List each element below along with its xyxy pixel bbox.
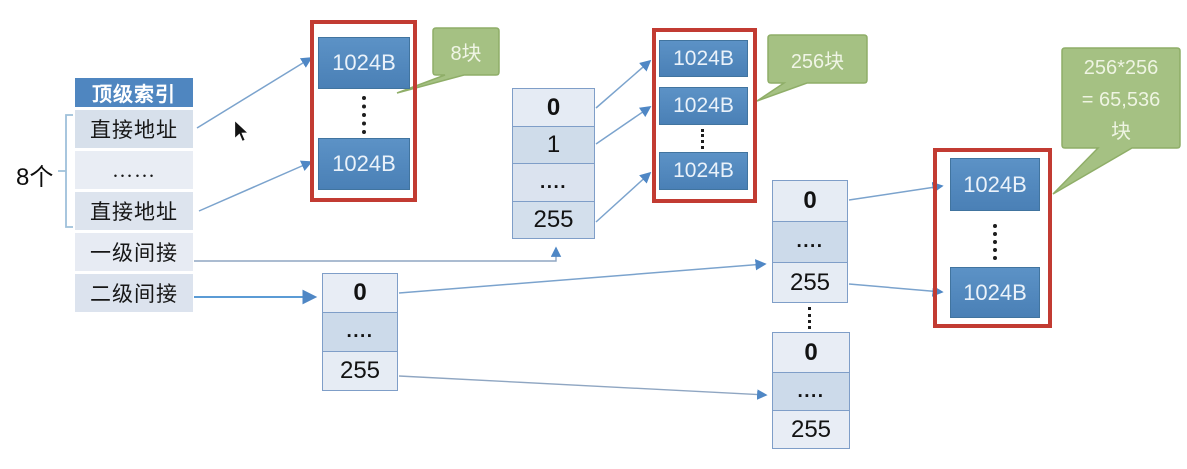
arrow-l1cell1-to-block [595,106,652,145]
table-cell: 0 [323,274,397,312]
arrow-l1-to-l2bottom [398,375,768,400]
index-row-ellipsis: …… [75,151,193,189]
vertical-ellipsis-icon [362,96,366,134]
table-cell: 0 [513,89,594,126]
table-cell: .... [773,372,849,410]
single-indirect-table: 0 1 .... 255 [512,88,595,239]
data-block-1024b: 1024B [318,37,410,89]
index-table: 顶级索引 直接地址 …… 直接地址 一级间接 二级间接 [75,78,193,312]
table-cell: .... [773,221,847,262]
arrow-l2cell0-to-block [848,181,944,201]
index-row-direct-2: 直接地址 [75,192,193,230]
mouse-cursor [233,119,251,143]
vertical-ellipsis-icon [808,307,811,329]
direct-blocks-frame [310,20,417,202]
data-block-1024b: 1024B [659,40,748,77]
index-row-direct-1: 直接地址 [75,110,193,148]
data-block-1024b: 1024B [659,87,748,125]
table-cell: .... [513,163,594,201]
brace-label: 8个 [16,164,54,191]
arrow-l1cell255-to-block [595,171,652,223]
single-indirect-blocks-frame [652,28,757,203]
arrow-l1cell0-to-block [595,59,652,109]
callout-line: = 65,536 [1081,89,1161,111]
arrow-direct1-to-block [196,57,313,129]
table-cell: .... [323,312,397,351]
vertical-ellipsis-icon [993,224,997,260]
table-cell: 255 [323,351,397,390]
table-cell: 0 [773,333,849,372]
index-table-header: 顶级索引 [75,78,193,107]
double-indirect-l2-bottom-table: 0 .... 255 [772,332,850,449]
data-block-1024b: 1024B [659,152,748,190]
table-cell: 255 [513,201,594,238]
index-row-single-indirect: 一级间接 [75,233,193,271]
data-block-1024b: 1024B [950,158,1040,211]
data-block-1024b: 1024B [318,138,410,190]
vertical-ellipsis-icon [701,129,704,149]
callout-65536-blocks-label: 256*256 = 65,536 块 [1062,52,1180,148]
arrow-single-indirect-to-table [194,246,562,262]
table-cell: 255 [773,410,849,448]
index-row-double-indirect: 二级间接 [75,274,193,312]
table-cell: 255 [773,262,847,302]
double-indirect-l1-table: 0 .... 255 [322,273,398,391]
brace-icon [58,114,73,228]
callout-8-blocks-label: 8块 [450,43,482,65]
callout-line: 256*256 [1083,57,1159,79]
double-indirect-l2-top-table: 0 .... 255 [772,180,848,303]
double-indirect-blocks-frame [933,148,1052,328]
callout-256-blocks-label: 256块 [790,50,845,73]
data-block-1024b: 1024B [950,267,1040,318]
arrow-l2cell255-to-block [848,283,944,297]
table-cell: 0 [773,181,847,221]
table-cell: 1 [513,126,594,163]
arrow-l1-to-l2top [398,259,767,294]
arrow-direct2-to-block [198,160,313,212]
callout-line: 块 [1111,121,1131,143]
